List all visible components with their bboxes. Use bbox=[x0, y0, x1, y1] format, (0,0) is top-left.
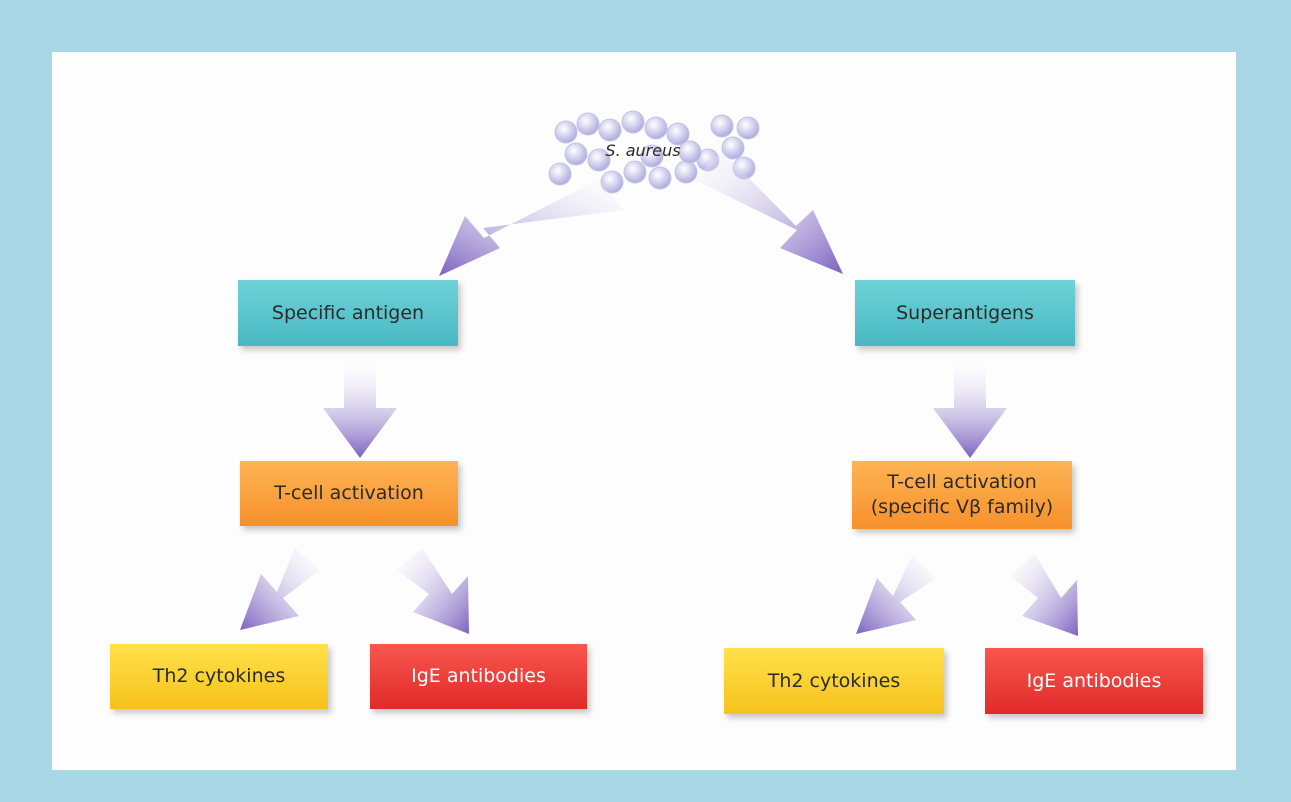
box-th2-cytokines-left: Th2 cytokines bbox=[110, 644, 328, 709]
arrow-to-t-cell-right bbox=[933, 362, 1007, 458]
arrow-to-superantigens bbox=[695, 150, 843, 274]
box-ige-antibodies-right: IgE antibodies bbox=[985, 648, 1203, 714]
box-superantigens: Superantigens bbox=[855, 280, 1075, 346]
arrow-to-ige-left bbox=[397, 548, 469, 634]
t-cell-activation-line1: T-cell activation bbox=[887, 471, 1037, 494]
bacteria-cluster-icon bbox=[548, 110, 760, 194]
source-label: S. aureus bbox=[605, 141, 681, 160]
box-t-cell-activation-left: T-cell activation bbox=[240, 461, 458, 526]
arrow-to-t-cell-left bbox=[323, 362, 397, 458]
box-th2-cytokines-right: Th2 cytokines bbox=[724, 648, 944, 714]
arrow-to-specific-antigen bbox=[439, 180, 624, 276]
box-t-cell-activation-right: T-cell activation (specific Vβ family) bbox=[852, 461, 1072, 529]
arrow-to-ige-right bbox=[1010, 554, 1078, 636]
box-specific-antigen: Specific antigen bbox=[238, 280, 458, 346]
arrow-to-th2-right bbox=[856, 556, 937, 634]
arrow-to-th2-left bbox=[240, 548, 320, 630]
t-cell-activation-line2: (specific Vβ family) bbox=[870, 496, 1054, 518]
box-ige-antibodies-left: IgE antibodies bbox=[370, 644, 587, 709]
